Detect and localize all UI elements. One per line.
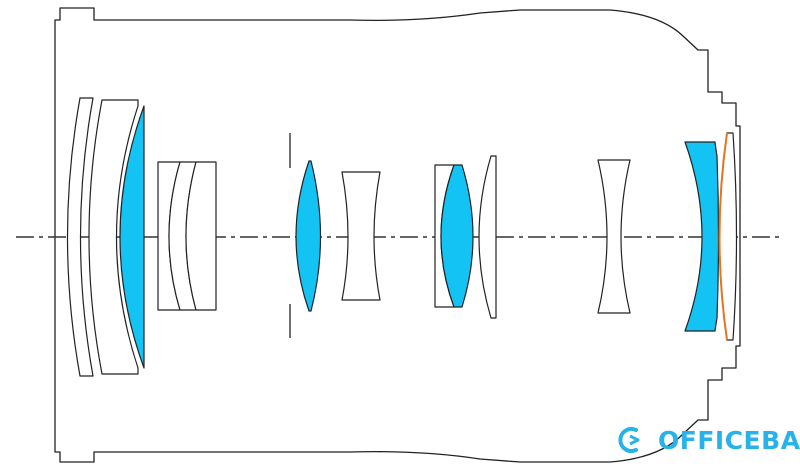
lens-element-10-ed-glass [440, 164, 474, 308]
watermark: OFFICEBA [616, 422, 800, 458]
lens-element-2 [88, 99, 139, 375]
lens-element-6 [185, 161, 217, 311]
lens-element-1 [66, 97, 94, 377]
lens-barrel-outline [54, 7, 741, 463]
lens-element-14-coating [718, 132, 728, 341]
watermark-text: OFFICEBA [658, 425, 800, 455]
lens-element-8 [341, 171, 381, 301]
lens-element-7-ed-glass [295, 160, 322, 312]
lens-element-11 [478, 155, 497, 319]
lens-element-14 [718, 132, 738, 341]
lens-element-13-ed-glass [684, 141, 720, 332]
watermark-logo-icon [618, 427, 640, 453]
lens-element-12 [597, 159, 631, 314]
lens-element-3-ed-glass [119, 105, 145, 369]
